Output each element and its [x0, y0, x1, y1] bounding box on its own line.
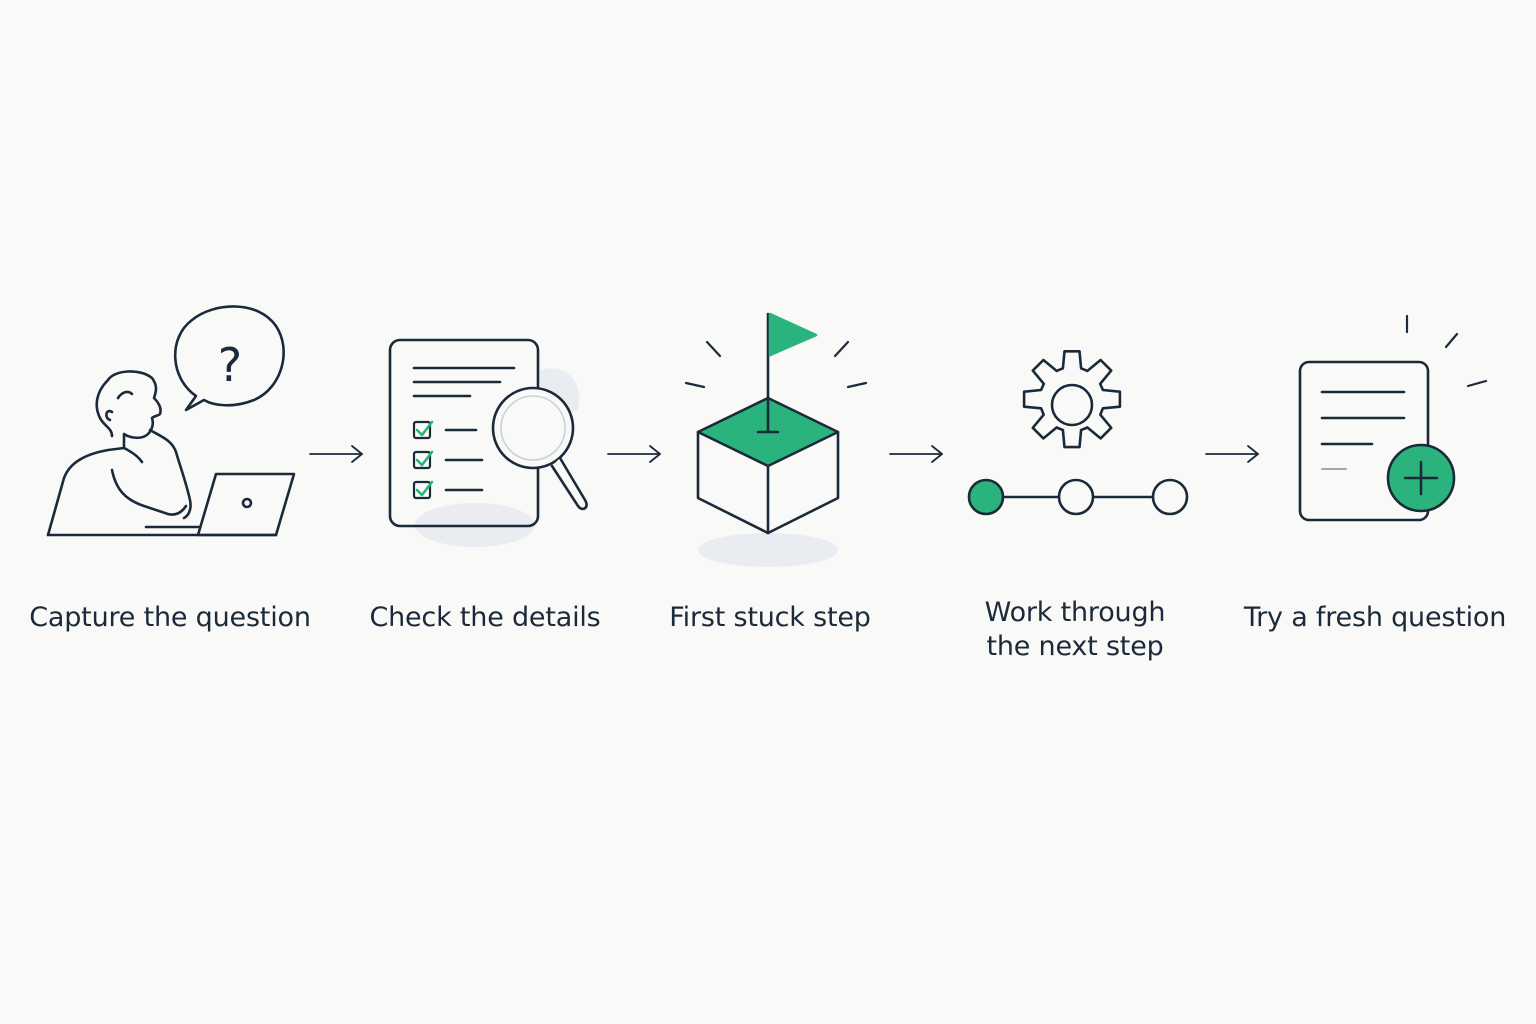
person-thinking-at-laptop-icon: ?: [46, 305, 296, 537]
step-label-try-a-fresh-question: Try a fresh question: [1243, 602, 1507, 633]
shadow-shape: [698, 533, 838, 567]
speech-bubble-icon: ?: [173, 305, 285, 412]
flag-on-box-icon: [684, 312, 868, 567]
gear-icon: [1022, 350, 1122, 449]
checklist-magnifier-icon: [388, 338, 588, 547]
step-label-first-stuck-step: First stuck step: [669, 602, 871, 633]
arrow-right-icon: [607, 445, 661, 463]
step-label-capture-the-question: Capture the question: [29, 602, 311, 633]
step-label-work-through-the-next-step: Work through the next step: [950, 596, 1200, 664]
arrow-right-icon: [309, 445, 363, 463]
arrow-right-icon: [889, 445, 943, 463]
arrow-right-icon: [1205, 445, 1259, 463]
gear-progress-track-icon: [967, 350, 1189, 516]
document-plus-icon: [1298, 314, 1488, 522]
step-label-check-the-details: Check the details: [369, 602, 601, 633]
step-label-line: Work through: [984, 597, 1166, 628]
step-label-line: the next step: [986, 631, 1164, 662]
question-mark-icon: ?: [218, 338, 242, 392]
